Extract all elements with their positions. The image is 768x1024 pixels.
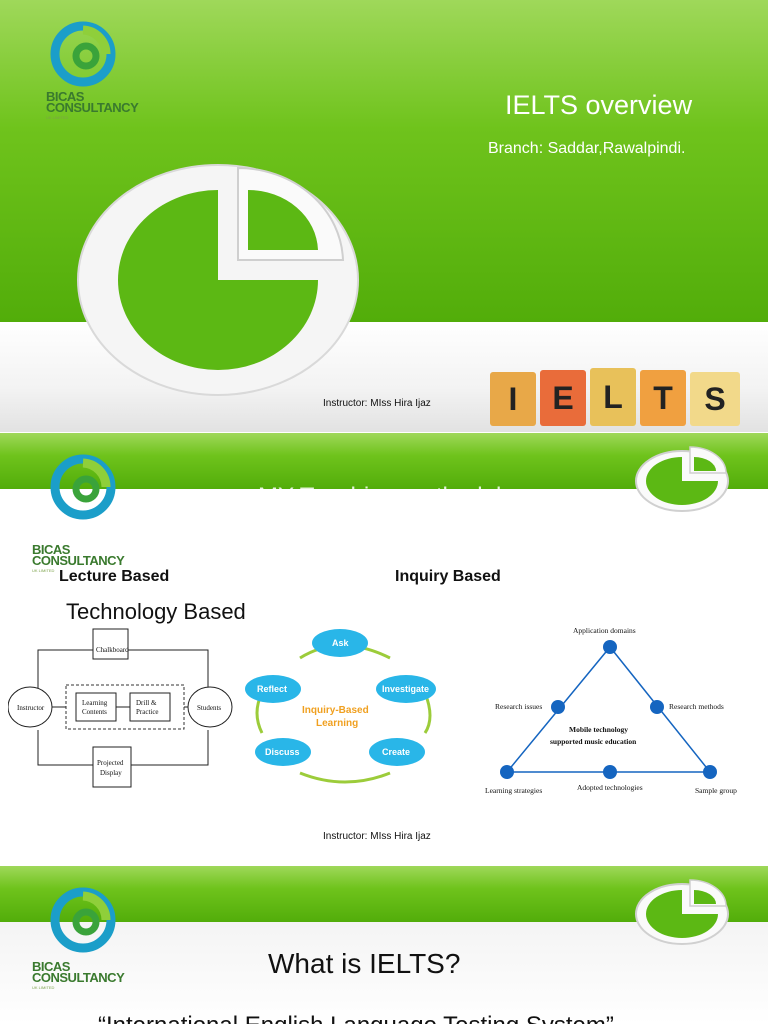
application-domains-text: Application domains [573,626,636,635]
learning-contents-box [75,692,117,722]
block-i: I [490,372,536,426]
logo-line-3: UK LIMITED [32,985,55,990]
bicas-logo: BICAS CONSULTANCY UK LIMITED [28,886,138,990]
instructor-node-text: Instructor [17,704,45,712]
slide-3: BICAS CONSULTANCY UK LIMITED What is IEL… [0,866,768,1024]
inquiry-center-text-1: Inquiry-Based [302,705,369,716]
students-node-text: Students [197,704,221,712]
block-s: S [690,372,740,426]
slide-1: BICAS CONSULTANCY UK LIMITED IELTS overv… [0,0,768,432]
logo-swirl-icon [50,887,116,953]
block-t: T [640,370,686,426]
white-body-band [0,922,768,1024]
logo-line-2: CONSULTANCY [32,553,125,568]
mobile-center-text-1: Mobile technology [569,725,628,734]
slide-2: BICAS CONSULTANCY UK LIMITED MY Teaching… [0,433,768,865]
ielts-quote-text: “International English Language Testing … [98,1012,614,1024]
discuss-bubble [255,738,311,766]
logo-line-1: BICAS [32,542,70,557]
slide-3-title: What is IELTS? [268,948,461,979]
investigate-text: Investigate [382,684,429,694]
research-methods-text: Research methods [669,702,724,711]
inquiry-based-label: Inquiry Based [395,568,501,585]
inquiry-center-text-2: Learning [316,718,358,729]
adopted-technologies-text: Adopted technologies [577,783,643,792]
slide-1-title: IELTS overview [505,90,693,120]
pie-emblem-small-icon [635,446,729,512]
bicas-logo: BICAS CONSULTANCY UK LIMITED [28,453,138,573]
learning-strategies-text: Learning strategies [485,786,542,795]
lecture-based-label: Lecture Based [59,568,170,585]
logo-line-1: BICAS [32,959,70,974]
chalkboard-text: Chalkboard [96,646,129,654]
mobile-tech-diagram: Application domains Research issues Rese… [485,626,737,795]
block-l: L [590,368,636,426]
drill-text-2: Practice [136,708,159,716]
learning-contents-text-2: Contents [82,708,107,716]
learning-contents-text-1: Learning [82,699,108,707]
research-issues-text: Research issues [495,702,542,711]
ask-text: Ask [332,638,350,648]
instructor-text: Instructor: MIss Hira Ijaz [323,831,431,842]
logo-line-3: UK LIMITED [46,115,69,120]
projected-display-box [92,746,132,788]
technology-based-label: Technology Based [66,599,246,624]
reflect-text: Reflect [257,684,287,694]
drill-text-1: Drill & [136,699,157,707]
inquiry-cycle-diagram: Ask Investigate Create Discuss Reflect I… [245,629,436,784]
create-text: Create [382,747,410,757]
ask-bubble [312,629,368,657]
projected-text-2: Display [100,769,122,777]
chalkboard-box [92,628,129,660]
block-e: E [540,370,586,426]
logo-swirl-icon [50,21,116,87]
logo-swirl-icon [50,454,116,520]
create-bubble [369,738,425,766]
bicas-logo: BICAS CONSULTANCY UK LIMITED [28,20,139,120]
pie-emblem-small-icon [635,879,729,945]
drill-practice-box [129,692,171,722]
mobile-center-text-2: supported music education [550,737,637,746]
sample-group-text: Sample group [695,786,737,795]
instructor-text: Instructor: MIss Hira Ijaz [323,398,431,409]
pie-emblem-icon [77,164,359,396]
logo-line-2: CONSULTANCY [32,970,125,985]
investigate-bubble [376,675,436,703]
logo-line-2: CONSULTANCY [46,100,139,115]
ielts-blocks: I E L T S [490,366,750,428]
white-body-band [0,489,768,865]
slide-2-title: MY Teaching methodology [258,483,540,510]
discuss-text: Discuss [265,747,300,757]
logo-line-1: BICAS [46,89,84,104]
branch-text: Branch: Saddar,Rawalpindi. [488,140,686,157]
lecture-diagram: Chalkboard Instructor Students Learning … [8,628,233,788]
projected-text-1: Projected [97,759,124,767]
logo-line-3: UK LIMITED [32,568,55,573]
reflect-bubble [245,675,301,703]
